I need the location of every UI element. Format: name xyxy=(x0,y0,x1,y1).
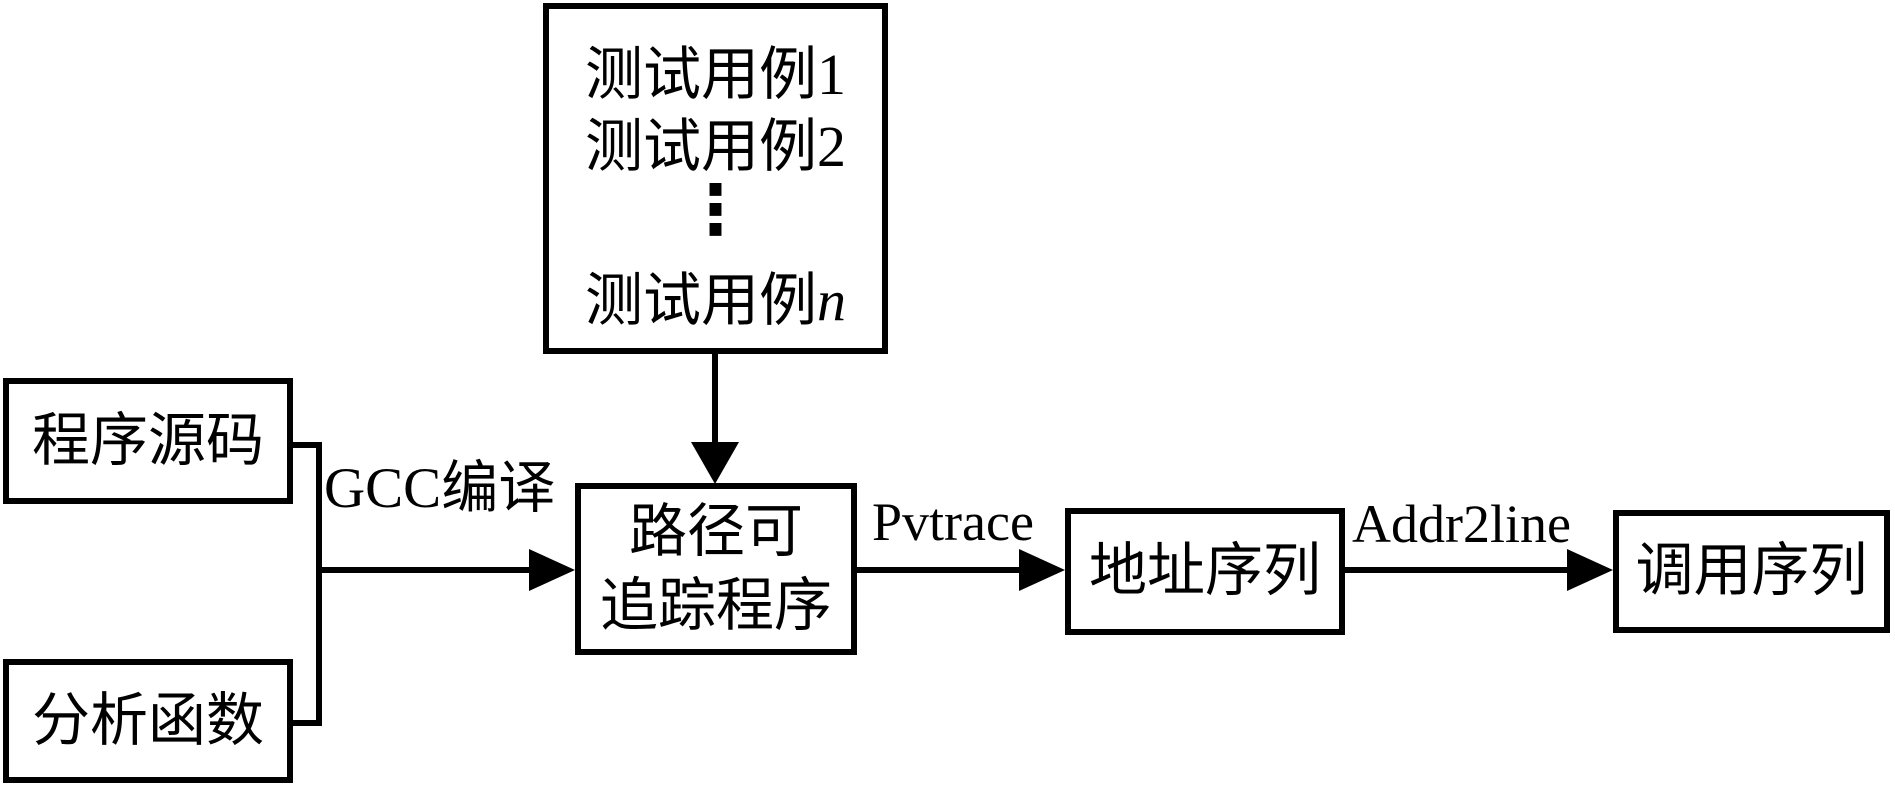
node-address-sequence: 地址序列 xyxy=(1065,508,1345,635)
node-program-source: 程序源码 xyxy=(3,378,293,504)
vertical-ellipsis-icon: ⋮ xyxy=(681,171,750,250)
test-case-line-n-prefix: 测试用例 xyxy=(584,268,817,333)
arrow-gcc-shaft xyxy=(316,567,529,573)
test-case-line-n: 测试用例n xyxy=(585,265,846,337)
address-sequence-label: 地址序列 xyxy=(1088,538,1321,604)
edge-label-addr2line: Addr2line xyxy=(1352,494,1571,554)
node-test-cases: 测试用例1 测试用例2 ⋮ 测试用例n xyxy=(543,3,888,354)
path-traceable-program-label: 路径可 追踪程序 xyxy=(600,495,832,643)
arrowhead-right-icon xyxy=(529,549,575,591)
arrow-pvtrace-shaft xyxy=(857,567,1021,573)
edge-label-pvtrace: Pvtrace xyxy=(872,492,1034,552)
path-traceable-line-2: 追踪程序 xyxy=(599,573,832,638)
connector-merge-bracket xyxy=(316,442,322,726)
call-sequence-label: 调用序列 xyxy=(1635,538,1868,604)
test-case-line-n-variable: n xyxy=(817,268,846,333)
program-source-label: 程序源码 xyxy=(31,407,264,473)
node-analysis-function: 分析函数 xyxy=(3,659,293,783)
arrow-addr2line-shaft xyxy=(1345,567,1569,573)
edge-label-gcc-compile: GCC编译 xyxy=(324,457,556,520)
path-traceable-line-1: 路径可 xyxy=(628,499,803,564)
arrowhead-right-icon xyxy=(1019,549,1065,591)
test-case-line-1: 测试用例1 xyxy=(584,42,846,107)
test-case-line-2: 测试用例2 xyxy=(584,114,846,179)
node-call-sequence: 调用序列 xyxy=(1613,510,1890,633)
arrowhead-right-icon xyxy=(1567,549,1613,591)
analysis-function-label: 分析函数 xyxy=(31,687,264,753)
connector-analysis-stub xyxy=(293,720,322,726)
connector-source-stub xyxy=(293,442,322,448)
node-path-traceable-program: 路径可 追踪程序 xyxy=(575,483,857,655)
arrowhead-down-icon xyxy=(691,442,739,484)
arrow-test-cases-shaft xyxy=(712,353,718,442)
